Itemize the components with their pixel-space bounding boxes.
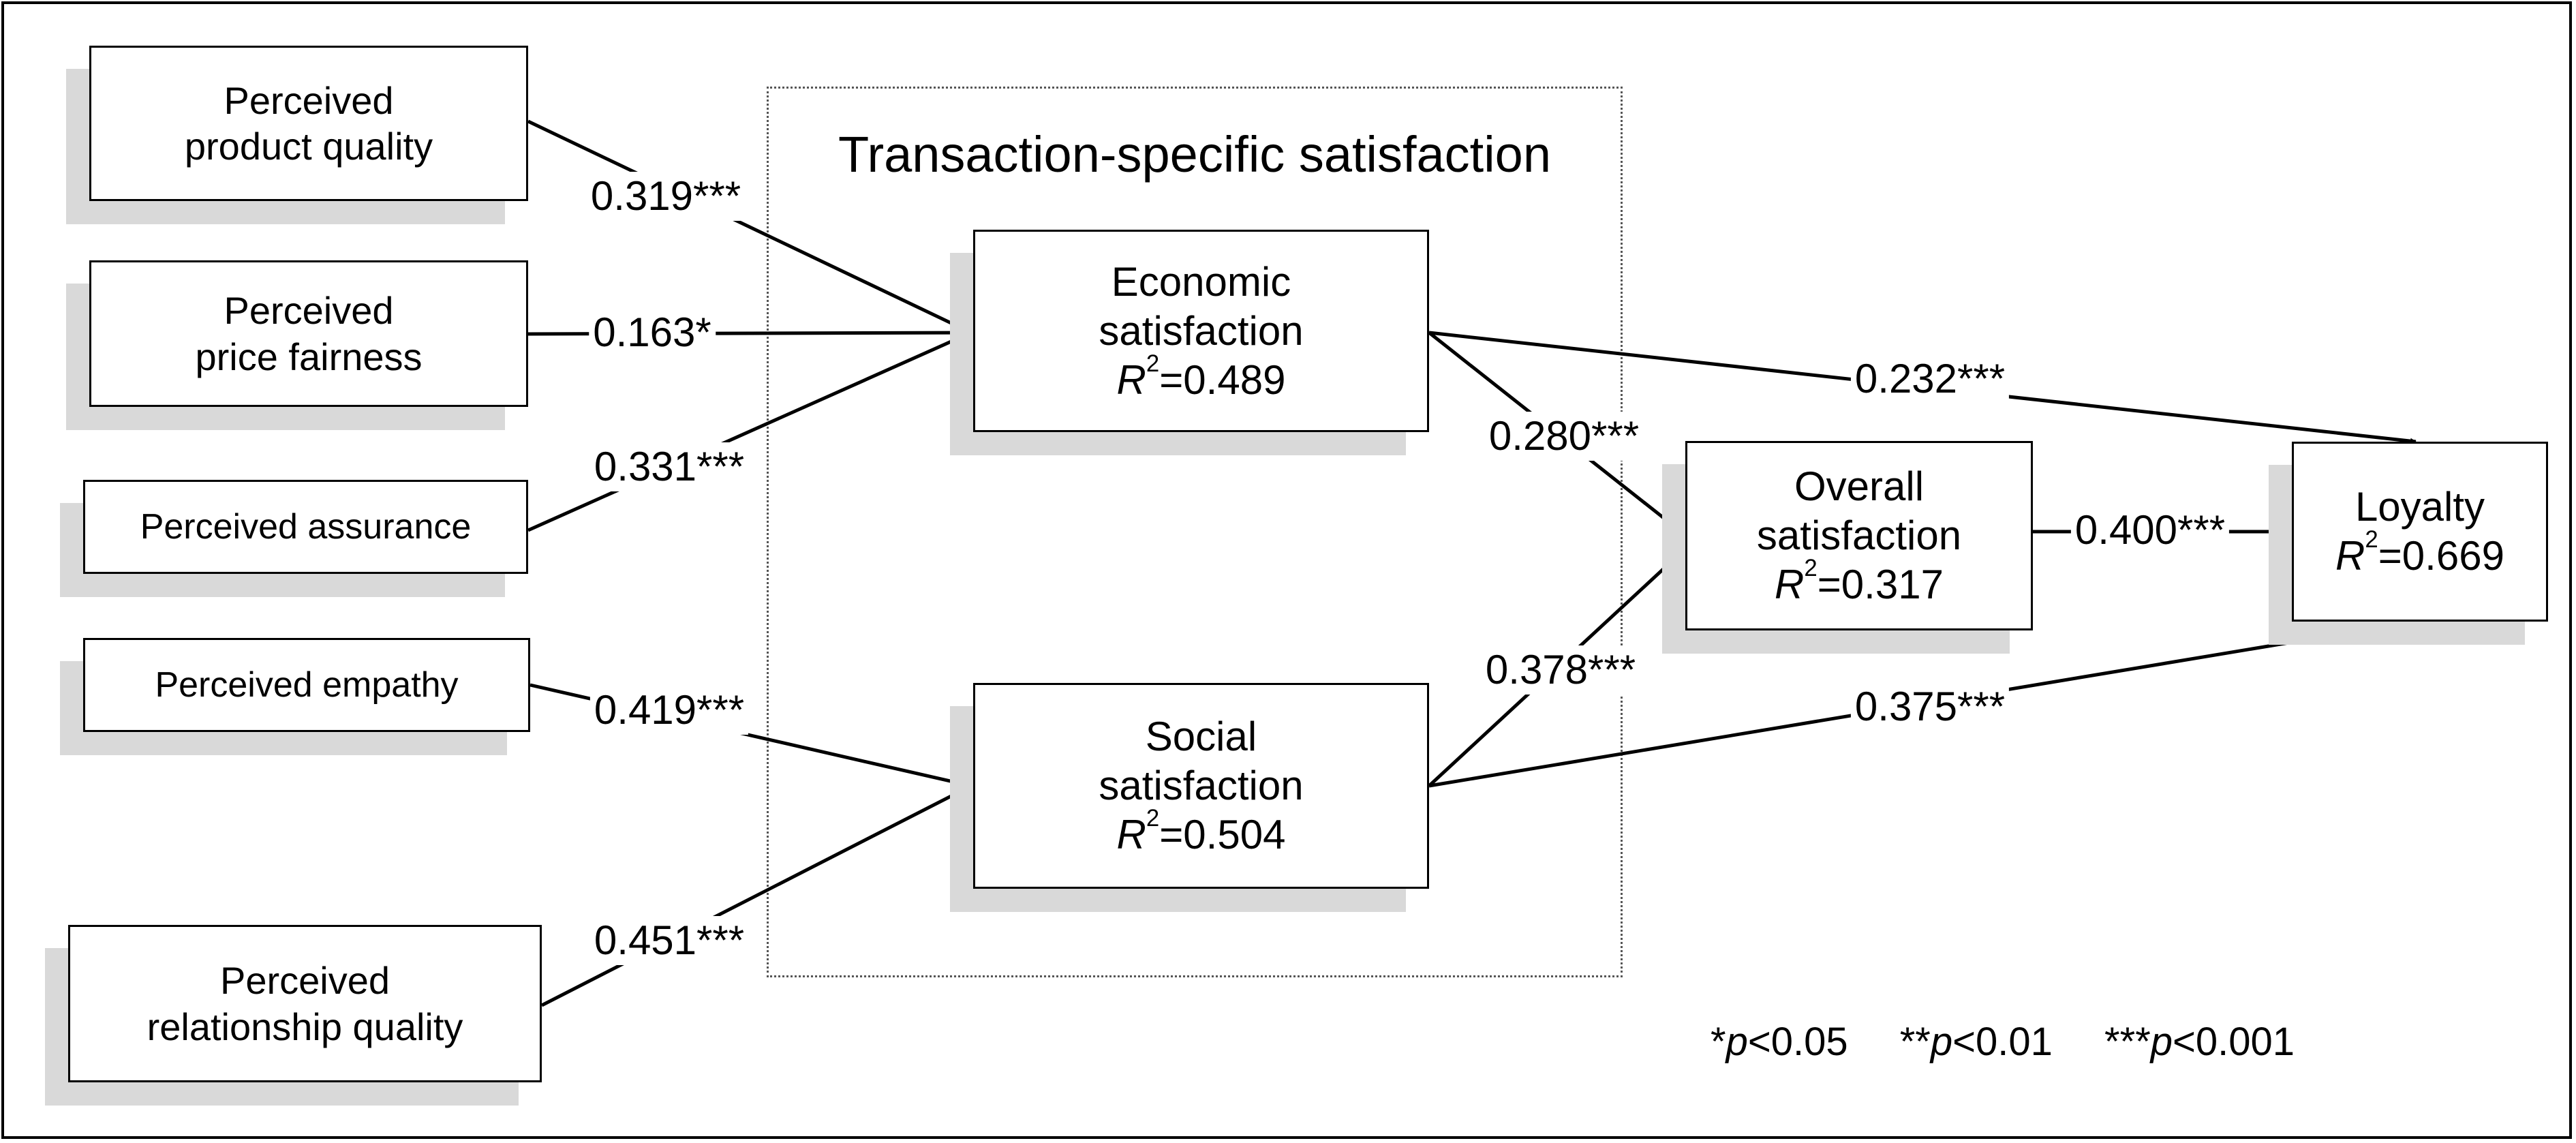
coef-relationship-quality-social: 0.451*** bbox=[589, 916, 749, 965]
node-perceived-empathy: Perceived empathy bbox=[83, 638, 530, 732]
coef-price-fairness-economic: 0.163* bbox=[589, 308, 716, 357]
node-label-line2: satisfaction bbox=[1099, 307, 1304, 354]
r-squared: R2=0.669 bbox=[2335, 525, 2504, 579]
legend-item: *p<0.05 bbox=[1711, 1020, 1848, 1064]
node-perceived-product-quality: Perceived product quality bbox=[89, 46, 528, 201]
r-squared: R2=0.489 bbox=[1116, 350, 1286, 403]
coef-economic-loyalty: 0.232*** bbox=[1850, 354, 2010, 403]
coef-overall-loyalty: 0.400*** bbox=[2070, 506, 2230, 555]
node-loyalty: Loyalty R2=0.669 bbox=[2292, 442, 2548, 622]
coef-product-quality-economic: 0.319*** bbox=[586, 172, 746, 221]
legend-item: ***p<0.001 bbox=[2104, 1020, 2295, 1064]
coef-social-overall: 0.378*** bbox=[1481, 645, 1640, 695]
path-product-quality-economic bbox=[527, 119, 972, 335]
legend-item: **p<0.01 bbox=[1899, 1020, 2053, 1064]
r-squared: R2=0.317 bbox=[1775, 554, 1944, 607]
node-label-line1: Loyalty bbox=[2355, 484, 2485, 530]
node-label-line2: product quality bbox=[184, 125, 433, 168]
node-label-line1: Overall bbox=[1794, 463, 1925, 509]
node-label-line1: Perceived assurance bbox=[140, 506, 472, 547]
coef-social-loyalty: 0.375*** bbox=[1850, 682, 2010, 731]
node-label-line1: Economic bbox=[1111, 258, 1291, 305]
node-label-line1: Perceived empathy bbox=[155, 665, 459, 705]
node-label-line2: satisfaction bbox=[1099, 763, 1304, 808]
node-perceived-price-fairness: Perceived price fairness bbox=[89, 260, 528, 407]
coef-economic-overall: 0.280*** bbox=[1484, 412, 1644, 461]
node-label-line1: Perceived bbox=[224, 289, 394, 333]
coef-empathy-social: 0.419*** bbox=[589, 686, 749, 735]
r-squared: R2=0.504 bbox=[1116, 804, 1286, 857]
node-label-line1: Social bbox=[1145, 714, 1257, 759]
node-label-line1: Perceived bbox=[219, 959, 390, 1003]
node-overall-satisfaction: Overall satisfaction R2=0.317 bbox=[1685, 441, 2033, 630]
significance-legend: *p<0.05 **p<0.01 ***p<0.001 bbox=[1711, 1022, 2335, 1062]
node-social-satisfaction: Social satisfaction R2=0.504 bbox=[973, 683, 1429, 889]
node-label-line2: relationship quality bbox=[147, 1005, 463, 1048]
path-relationship-quality-social bbox=[540, 784, 972, 1007]
node-perceived-assurance: Perceived assurance bbox=[83, 480, 528, 574]
node-economic-satisfaction: Economic satisfaction R2=0.489 bbox=[973, 230, 1429, 432]
transaction-specific-group bbox=[767, 87, 1623, 977]
node-label-line2: price fairness bbox=[195, 335, 423, 378]
node-perceived-relationship-quality: Perceived relationship quality bbox=[68, 925, 542, 1082]
node-label-line1: Perceived bbox=[224, 78, 394, 122]
group-title: Transaction-specific satisfaction bbox=[838, 126, 1551, 183]
path-assurance-economic bbox=[527, 331, 972, 532]
coef-assurance-economic: 0.331*** bbox=[589, 442, 749, 491]
node-label-line2: satisfaction bbox=[1756, 513, 1962, 558]
